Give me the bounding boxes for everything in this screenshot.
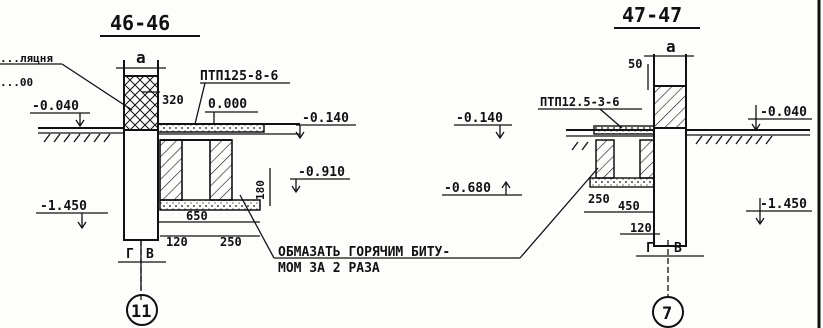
note-line-2: МОМ ЗА 2 РАЗА (278, 261, 380, 276)
left-channel-wall-2 (209, 139, 233, 201)
left-elev-0040-arrow (75, 113, 85, 128)
left-dim-650: 650 (186, 209, 208, 223)
right-dim-g: Г (646, 241, 654, 256)
right-channel-wall-2 (639, 139, 655, 179)
note-leader-right (519, 167, 599, 259)
left-elev-0910: -0.910 (298, 165, 345, 180)
left-dim-180: 180 (254, 180, 267, 200)
left-wall-foundation (123, 129, 159, 241)
left-wall-upper (123, 75, 159, 131)
right-dim-250: 250 (588, 192, 610, 206)
right-dim-450: 450 (618, 199, 640, 213)
right-slab-leader (599, 108, 623, 129)
right-floor-hatch (571, 141, 589, 151)
left-axis-number: 11 (131, 302, 151, 322)
left-dim-120: 120 (166, 235, 188, 249)
right-dim-120: 120 (630, 221, 652, 235)
right-elev-0140-arrow (495, 125, 505, 140)
left-dim-a: a (136, 48, 146, 67)
right-elev-1450: -1.450 (760, 197, 807, 212)
right-elev-0680: -0.680 (444, 181, 491, 196)
right-elev-0040: -0.040 (760, 105, 807, 120)
right-slab-label: ПТП12.5-3-6 (540, 95, 619, 109)
note-line-1: ОБМАЗАТЬ ГОРЯЧИМ БИТУ- (278, 245, 450, 260)
left-slab-leader (194, 82, 206, 125)
right-elev-0680-arrow (501, 180, 511, 195)
left-cut-label-1: ...ляцня (0, 52, 53, 65)
left-elev-0140: -0.140 (302, 111, 349, 126)
left-elev-0000: 0.000 (208, 97, 247, 112)
right-axis-bubble (652, 296, 684, 328)
right-dim-50: 50 (628, 57, 642, 71)
bitumen-note: ОБМАЗАТЬ ГОРЯЧИМ БИТУ- МОМ ЗА 2 РАЗА (239, 167, 599, 276)
left-slab-label: ПТП125-8-6 (200, 69, 278, 84)
left-axis-bubble (126, 294, 158, 326)
left-channel-wall-1 (159, 139, 183, 201)
right-elev-0140: -0.140 (456, 111, 503, 126)
left-ground-hatch (43, 133, 111, 143)
right-elev-0040-arrow (751, 105, 761, 132)
left-cut-leader (61, 63, 133, 111)
left-dim-g: Г (126, 247, 134, 262)
right-ground-hatch (695, 135, 773, 145)
section-46-46: 46-46 ...ляцня ...00 a 320 ПТП125-8-6 (0, 11, 356, 326)
left-elev-1450: -1.450 (40, 199, 87, 214)
section-47-47: 47-47 a 50 ПТП12.5-3-6 -0.140 -0.680 (442, 3, 812, 328)
right-dim-b: В (674, 241, 682, 256)
right-slab (593, 125, 655, 135)
left-dim-250: 250 (220, 235, 242, 249)
left-title: 46-46 (110, 11, 170, 35)
right-channel-base (589, 177, 655, 188)
left-elev-0040: -0.040 (32, 99, 79, 114)
left-slab (157, 123, 265, 133)
left-elev-0910-arrow (291, 179, 301, 194)
right-dim-a: a (666, 37, 676, 56)
left-channel-base (159, 199, 261, 211)
left-cut-label-2: ...00 (0, 76, 33, 89)
right-wall-upper (653, 85, 687, 129)
right-channel-wall-1 (595, 139, 615, 179)
right-elev-1450-arrow (755, 198, 765, 226)
left-dim-b: В (146, 247, 154, 262)
left-elev-1450-arrow (77, 213, 87, 230)
right-title: 47-47 (622, 3, 682, 27)
left-dim-320: 320 (162, 93, 184, 107)
note-leader-left (239, 194, 275, 259)
left-elev-0140-arrow (295, 125, 305, 140)
right-axis-number: 7 (662, 304, 672, 324)
